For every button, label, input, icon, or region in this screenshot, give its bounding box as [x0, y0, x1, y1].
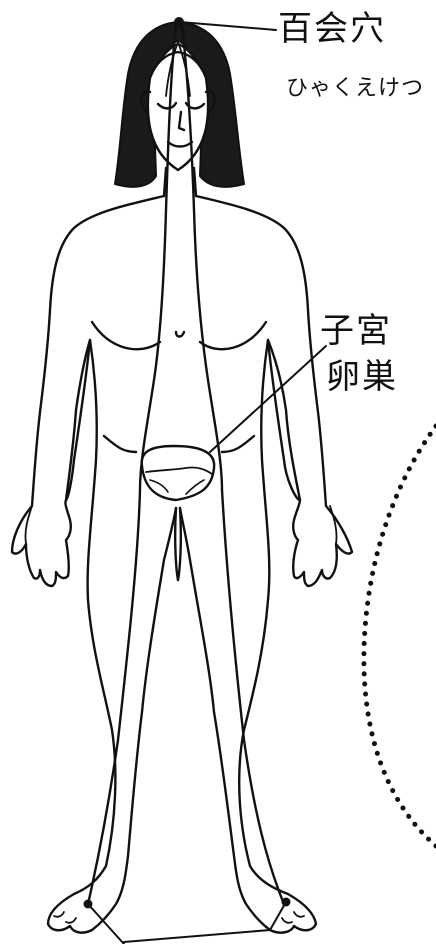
chest-outline	[92, 322, 160, 349]
right-foot-acupoint-marker-icon	[282, 898, 291, 907]
uterus-label: 子宮	[320, 314, 392, 348]
ovaries-label: 卵巣	[326, 360, 398, 394]
right-body-outline	[180, 196, 352, 933]
crown-acupoint-marker-icon	[174, 17, 184, 27]
acupoint-reading-label: ひゃくえけつ	[286, 78, 424, 100]
organ-pointer-line	[210, 346, 326, 452]
acupoint-name-label: 百会穴	[278, 12, 386, 46]
left-foot-acupoint-marker-icon	[84, 900, 93, 909]
left-body-outline	[12, 196, 176, 933]
uterus-region-icon	[142, 446, 214, 500]
face-icon	[148, 52, 208, 170]
dotted-aura-arc-icon	[364, 426, 436, 846]
foot-pointer-line	[88, 902, 286, 944]
